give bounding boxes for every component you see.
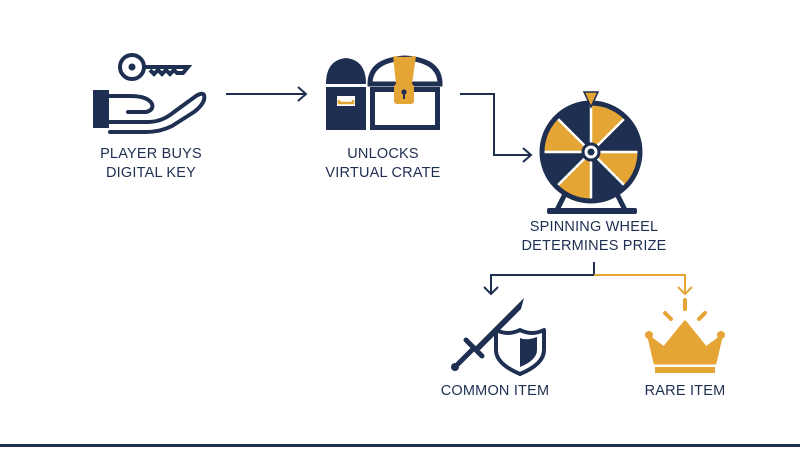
sword-and-shield-icon [451,298,546,376]
arrow-wheel-to-rare [594,274,693,296]
hand-with-key-icon [93,53,207,134]
step-label-line: DIGITAL KEY [105,165,197,181]
outcome-label-text: RARE ITEM [644,383,726,399]
bottom-accent-bar [0,444,800,447]
open-hand-icon [93,90,207,134]
arrow-crate-to-wheel [460,93,533,163]
shield-icon [494,328,546,376]
arrow-wheel-to-common [483,262,595,296]
step-label-buy-key: PLAYER BUYS DIGITAL KEY [80,145,222,183]
step-label-unlock-crate: UNLOCKS VIRTUAL CRATE [312,145,454,183]
step-label-line: PLAYER BUYS [100,146,202,162]
crown-icon [645,298,725,373]
outcome-label-text: COMMON ITEM [440,383,550,399]
outcome-label-common: COMMON ITEM [430,382,560,401]
sparkle-rays [663,298,707,321]
key-icon [118,53,193,81]
step-label-line: UNLOCKS [347,146,419,162]
outcome-label-rare: RARE ITEM [625,382,745,401]
treasure-chest-icon [326,55,443,130]
sword-icon [451,298,524,371]
step-label-spin-wheel: SPINNING WHEEL DETERMINES PRIZE [514,218,674,256]
step-label-line: VIRTUAL CRATE [325,165,441,181]
prize-wheel-icon [539,91,643,214]
step-label-line: SPINNING WHEEL [529,219,659,235]
step-label-line: DETERMINES PRIZE [521,238,667,254]
arrow-buy-to-crate [226,86,308,102]
